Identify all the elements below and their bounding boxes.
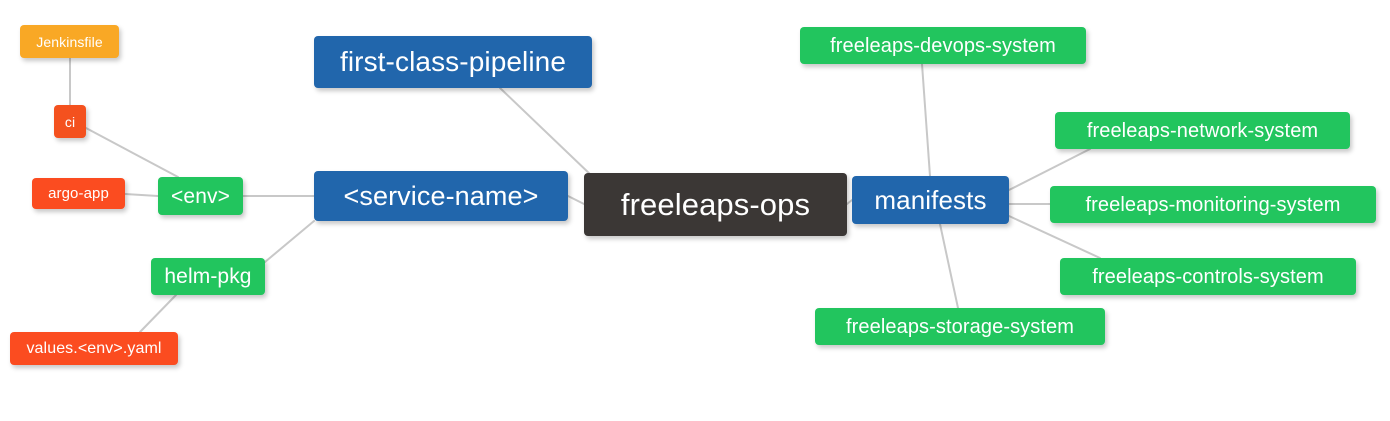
edge-freeleaps-ops-to-service-name	[567, 195, 585, 205]
edge-freeleaps-ops-to-first-class-pipeline	[499, 87, 593, 177]
node-first-class-pipeline[interactable]: first-class-pipeline	[314, 36, 592, 88]
node-service-name[interactable]: <service-name>	[314, 171, 568, 221]
node-values-yaml[interactable]: values.<env>.yaml	[10, 332, 178, 365]
node-label-service-name: <service-name>	[343, 180, 539, 211]
edge-manifests-to-freeleaps-network-system	[1008, 148, 1091, 191]
node-ci[interactable]: ci	[54, 105, 86, 138]
edge-manifests-to-freeleaps-devops-system	[921, 63, 931, 177]
node-label-argo-app: argo-app	[48, 185, 109, 202]
node-freeleaps-storage-system[interactable]: freeleaps-storage-system	[815, 308, 1105, 345]
node-argo-app[interactable]: argo-app	[32, 178, 125, 209]
node-label-first-class-pipeline: first-class-pipeline	[339, 46, 567, 77]
node-env[interactable]: <env>	[158, 177, 243, 215]
node-label-manifests: manifests	[874, 185, 987, 215]
node-freeleaps-controls-system[interactable]: freeleaps-controls-system	[1060, 258, 1356, 295]
node-helm-pkg[interactable]: helm-pkg	[151, 258, 265, 295]
edge-env-to-ci	[85, 127, 179, 178]
node-freeleaps-devops-system[interactable]: freeleaps-devops-system	[800, 27, 1086, 64]
node-label-ci: ci	[64, 113, 76, 130]
node-freeleaps-ops[interactable]: freeleaps-ops	[584, 173, 847, 236]
node-label-freeleaps-controls-system: freeleaps-controls-system	[1092, 265, 1324, 288]
node-manifests[interactable]: manifests	[852, 176, 1009, 224]
node-label-freeleaps-devops-system: freeleaps-devops-system	[830, 34, 1056, 57]
node-freeleaps-network-system[interactable]: freeleaps-network-system	[1055, 112, 1350, 149]
node-label-env: <env>	[171, 184, 230, 208]
node-label-jenkinsfile: Jenkinsfile	[36, 33, 103, 50]
node-freeleaps-monitoring-system[interactable]: freeleaps-monitoring-system	[1050, 186, 1376, 223]
edge-manifests-to-freeleaps-storage-system	[939, 223, 959, 309]
edge-helm-pkg-to-values-yaml	[139, 294, 177, 333]
node-label-helm-pkg: helm-pkg	[164, 265, 252, 288]
node-label-freeleaps-monitoring-system: freeleaps-monitoring-system	[1085, 193, 1341, 216]
edge-service-name-to-helm-pkg	[264, 220, 315, 263]
node-label-freeleaps-ops: freeleaps-ops	[620, 187, 811, 222]
edge-env-to-argo-app	[124, 193, 159, 197]
node-jenkinsfile[interactable]: Jenkinsfile	[20, 25, 119, 58]
node-label-values-yaml: values.<env>.yaml	[26, 339, 162, 357]
node-label-freeleaps-storage-system: freeleaps-storage-system	[845, 315, 1075, 338]
node-label-freeleaps-network-system: freeleaps-network-system	[1086, 119, 1319, 142]
